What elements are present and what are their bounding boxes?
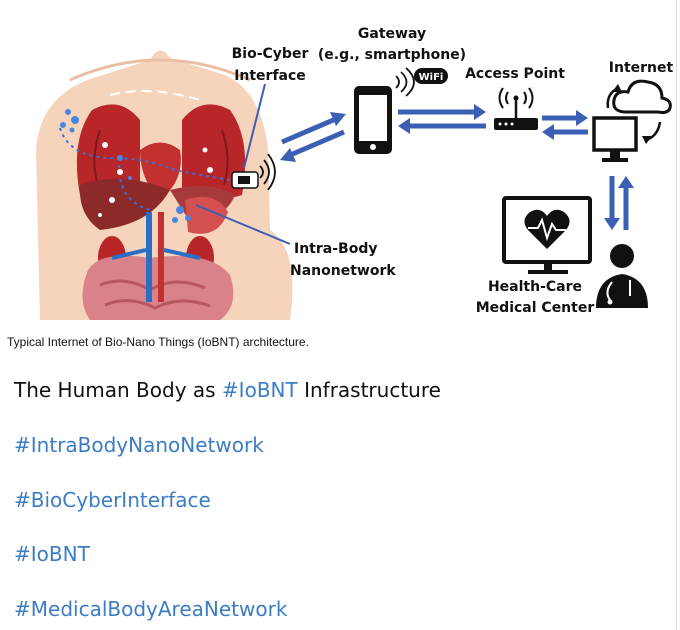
post-title-suffix: Infrastructure — [297, 378, 441, 402]
wifi-badge-text: WiFi — [419, 72, 444, 83]
post-title-prefix: The Human Body as — [14, 378, 222, 402]
healthcare-label-2: Medical Center — [476, 300, 595, 316]
human-body-illustration — [36, 50, 293, 321]
link-arrows-computer-health — [604, 176, 634, 230]
intrabody-label-2: Nanonetwork — [290, 263, 396, 279]
access-point-router-icon — [494, 87, 538, 130]
biocyber-label-2: Interface — [234, 68, 306, 84]
heartbeat-monitor-icon — [502, 196, 592, 274]
link-arrows-interface-phone — [280, 112, 346, 162]
computer-monitor-icon — [592, 116, 638, 162]
post-title: The Human Body as #IoBNT Infrastructure — [14, 378, 441, 402]
architecture-diagram: Bio-Cyber Interface Intra-Body Nanonetwo… — [36, 26, 674, 321]
hashtag-link[interactable]: #BioCyberInterface — [14, 488, 211, 512]
page-edge-divider — [676, 0, 677, 630]
hashtag-link[interactable]: #IntraBodyNanoNetwork — [14, 433, 264, 457]
access-point-label: Access Point — [465, 66, 565, 82]
cloud-icon — [612, 79, 672, 114]
architecture-figure: Bio-Cyber Interface Intra-Body Nanonetwo… — [36, 26, 674, 321]
wifi-badge-icon: WiFi — [414, 68, 448, 84]
doctor-icon — [596, 244, 648, 308]
hashtag-link[interactable]: #IoBNT — [14, 542, 90, 566]
biocyber-label-1: Bio-Cyber — [232, 46, 309, 62]
hashtag-link-title[interactable]: #IoBNT — [221, 378, 298, 402]
hashtag-line: #MedicalBodyAreaNetwork — [14, 597, 287, 621]
biocyber-interface-icon — [231, 153, 276, 191]
gateway-label-1: Gateway — [358, 26, 426, 42]
healthcare-label-1: Health-Care — [488, 279, 582, 295]
biocyber-pointer — [243, 83, 266, 169]
intrabody-pointer — [195, 204, 291, 245]
hashtag-line: #IntraBodyNanoNetwork — [14, 433, 264, 457]
hashtag-link[interactable]: #MedicalBodyAreaNetwork — [14, 597, 288, 621]
smartphone-icon — [354, 86, 392, 154]
phone-signal-icon — [395, 67, 415, 97]
figure-caption: Typical Internet of Bio-Nano Things (IoB… — [7, 335, 309, 349]
link-arrows-phone-ap — [398, 104, 486, 134]
link-arrows-ap-computer — [542, 110, 588, 140]
gateway-label-2: (e.g., smartphone) — [318, 47, 466, 63]
hashtag-line: #BioCyberInterface — [14, 488, 211, 512]
intrabody-label-1: Intra-Body — [294, 241, 377, 257]
internet-label: Internet — [609, 60, 674, 76]
hashtag-line: #IoBNT — [14, 542, 90, 566]
